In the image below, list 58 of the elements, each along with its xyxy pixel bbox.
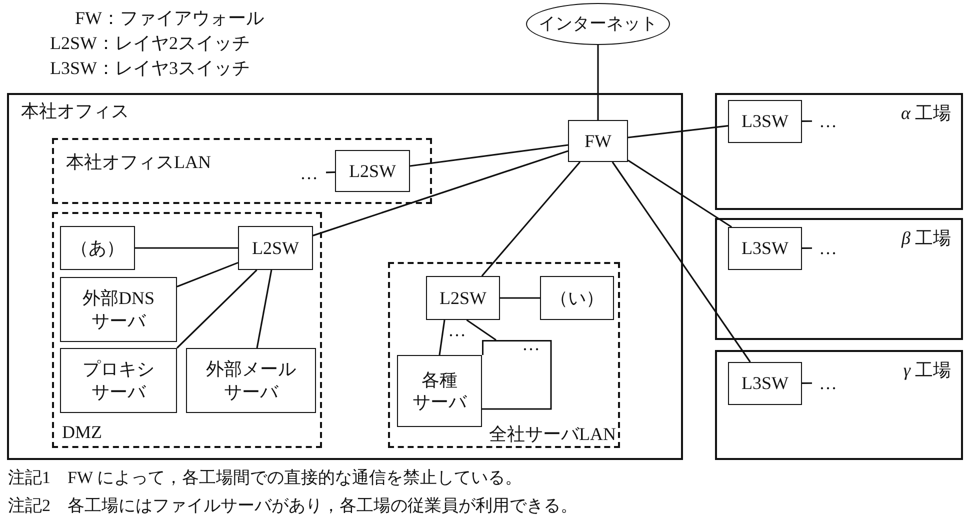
abbreviation-note: L3SW：レイヤ3スイッチ [50, 57, 250, 80]
connection-line [135, 247, 238, 249]
office-area [7, 93, 683, 460]
factory-box [715, 93, 963, 210]
internet-ellipse: インターネット [526, 3, 670, 45]
area-label: α 工場 [901, 103, 951, 125]
switch-box: L3SW [728, 100, 802, 143]
area-label: β 工場 [902, 228, 951, 250]
connection-line [176, 262, 238, 288]
server-box: 外部DNSサーバ [60, 277, 177, 342]
connection-line [628, 160, 732, 228]
blank-box: （あ） [60, 226, 135, 270]
connection-line [628, 125, 728, 138]
firewall-box: FW [568, 120, 628, 162]
note-text: 注記1 FW によって，各工場間での直接的な通信を禁止している。 [8, 467, 522, 489]
connection-line [312, 150, 568, 236]
connection-line [500, 297, 540, 299]
area-label: 全社サーバLAN [489, 424, 616, 446]
note-text: 注記2 各工場にはファイルサーバがあり，各工場の従業員が利用できる。 [8, 495, 578, 517]
connection-line [481, 161, 581, 277]
ellipsis-text: … [812, 372, 844, 394]
connection-line [612, 162, 751, 362]
lan-area [52, 138, 432, 204]
ellipsis-text: … [812, 110, 844, 132]
abbreviation-note: FW：ファイアウォール [75, 7, 264, 30]
server-box: 各種サーバ [397, 355, 482, 427]
dmz-area [52, 212, 322, 448]
connection-line [802, 382, 812, 384]
factory-box [715, 350, 963, 460]
switch-box: L3SW [728, 362, 802, 405]
switch-box: L2SW [335, 150, 410, 192]
blank-box: （い） [540, 276, 614, 320]
area-label: γ 工場 [903, 360, 951, 382]
switch-box: L2SW [426, 276, 500, 320]
area-label: 本社オフィス [21, 101, 129, 123]
connection-line [176, 269, 258, 349]
server-box: プロキシサーバ [60, 348, 177, 413]
connection-line [438, 320, 446, 356]
connection-line [597, 45, 599, 120]
factory-box [715, 218, 963, 340]
connection-line [802, 247, 812, 249]
switch-box: L2SW [238, 226, 313, 270]
server-box [482, 340, 552, 410]
lan-area [388, 262, 620, 448]
ellipsis-text: … [522, 334, 540, 355]
connection-line [410, 144, 568, 167]
switch-box: L3SW [728, 227, 802, 270]
area-label: DMZ [62, 422, 102, 444]
connection-line [466, 319, 496, 341]
connection-line [802, 120, 812, 122]
abbreviation-note: L2SW：レイヤ2スイッチ [50, 32, 250, 55]
connection-line [326, 171, 336, 174]
ellipsis-text: … [812, 237, 844, 259]
ellipsis-text: … [448, 320, 466, 341]
connection-line [256, 270, 272, 348]
area-label: 本社オフィスLAN [66, 152, 211, 174]
ellipsis-text: … [292, 162, 326, 184]
server-box: 外部メールサーバ [186, 348, 316, 413]
